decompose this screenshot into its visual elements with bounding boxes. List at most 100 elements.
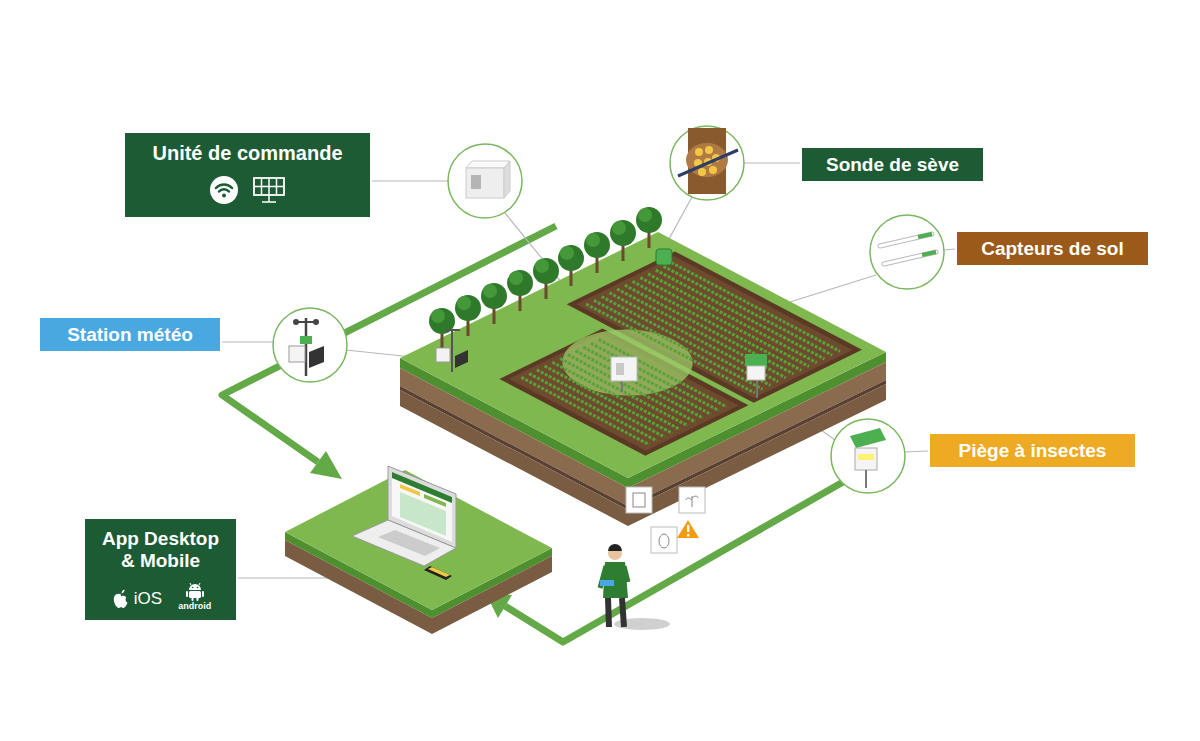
control-unit-icon (466, 161, 510, 198)
polygon-shape (378, 530, 440, 556)
platform-row: iOS android (110, 582, 211, 611)
rect-shape (600, 580, 614, 586)
line-shape (372, 180, 448, 181)
path-shape (189, 584, 201, 590)
circle-shape (698, 168, 706, 176)
weather-station-label: Station météo (40, 318, 220, 351)
polygon-shape (504, 161, 510, 198)
svg-shape (110, 587, 132, 611)
line-shape (624, 566, 628, 582)
alert-icons (626, 487, 705, 553)
path-shape (254, 178, 284, 202)
line-shape (451, 330, 453, 372)
circle-shape (509, 271, 523, 285)
polygon-shape (677, 520, 699, 538)
path-shape (216, 185, 232, 188)
line-shape (678, 150, 738, 176)
circle-shape (638, 208, 652, 222)
label-text: App Desktop & Mobile (93, 528, 228, 572)
line-shape (905, 451, 928, 452)
fields (458, 251, 862, 455)
path-shape (114, 590, 128, 608)
soil-sensor-label: Capteurs de sol (957, 232, 1148, 265)
rect-shape (687, 525, 689, 532)
circle-shape (612, 221, 626, 235)
platform-item: android (178, 582, 211, 611)
path-shape (190, 583, 200, 585)
line-shape (790, 275, 876, 302)
circle-shape (584, 232, 610, 258)
svg-shape (251, 175, 287, 205)
insect-trap-icon (850, 428, 886, 488)
path-shape (608, 544, 622, 551)
polygon-shape (310, 451, 342, 479)
app-platform (285, 470, 552, 634)
trees (429, 207, 662, 349)
label-text: Piège à insectes (959, 440, 1107, 462)
platform-item: iOS (110, 587, 162, 611)
rect-shape (626, 487, 652, 513)
circle-shape (586, 233, 600, 247)
land-top (400, 232, 886, 478)
line-shape (621, 380, 623, 392)
rect-shape (189, 591, 201, 598)
circle-shape (313, 319, 319, 325)
circle-shape (196, 586, 198, 588)
path-shape (219, 189, 229, 191)
svg-shape (209, 175, 239, 205)
rect-shape (466, 168, 504, 198)
field-devices (436, 249, 767, 398)
laptop (352, 466, 456, 580)
rect-shape (436, 348, 450, 362)
circle-shape (709, 166, 717, 174)
circle-shape (293, 319, 299, 325)
rect-shape (186, 591, 188, 597)
circle-shape (535, 259, 549, 273)
label-text: Unité de commande (152, 142, 342, 165)
rect-shape (289, 346, 305, 362)
solar-icon (251, 175, 287, 209)
ellipse-shape (686, 143, 728, 177)
wifi-icon (209, 175, 239, 209)
control-unit-label: Unité de commande (125, 133, 370, 217)
circle-shape (507, 270, 533, 296)
farmer (600, 544, 670, 630)
polygon-shape (455, 350, 468, 368)
line-shape (622, 598, 624, 627)
rect-shape (196, 597, 198, 601)
polygon-shape (352, 520, 456, 566)
sap-probe-label: Sonde de sève (802, 148, 983, 181)
label-text: Station météo (67, 324, 193, 346)
circle-shape (448, 144, 522, 218)
android-icon (185, 582, 205, 601)
circle-shape (705, 146, 713, 154)
rect-shape (191, 597, 193, 601)
line-shape (238, 577, 330, 578)
path-shape (521, 340, 726, 445)
line-shape (880, 234, 932, 246)
line-shape (608, 598, 609, 627)
label-text: Sonde de sève (826, 154, 959, 176)
svg-shape (185, 582, 205, 601)
path-shape (686, 496, 698, 507)
g-shape (442, 227, 649, 349)
circle-shape (210, 176, 238, 204)
circle-shape (558, 245, 584, 271)
line-shape (744, 162, 800, 163)
line-shape (922, 252, 936, 255)
weather-station-icon (289, 318, 324, 376)
circle-shape (191, 586, 193, 588)
rect-shape (611, 357, 637, 381)
platform-text: android (178, 601, 211, 611)
circle-shape (431, 309, 445, 323)
line-shape (884, 252, 936, 264)
line-shape (918, 234, 932, 237)
apple-icon (110, 587, 132, 611)
line-shape (756, 378, 758, 398)
rect-shape (471, 175, 481, 189)
polygon-shape (850, 428, 886, 448)
rect-shape (687, 534, 689, 536)
circle-shape (831, 419, 905, 493)
circle-shape (273, 308, 347, 382)
rect-shape (202, 591, 204, 597)
